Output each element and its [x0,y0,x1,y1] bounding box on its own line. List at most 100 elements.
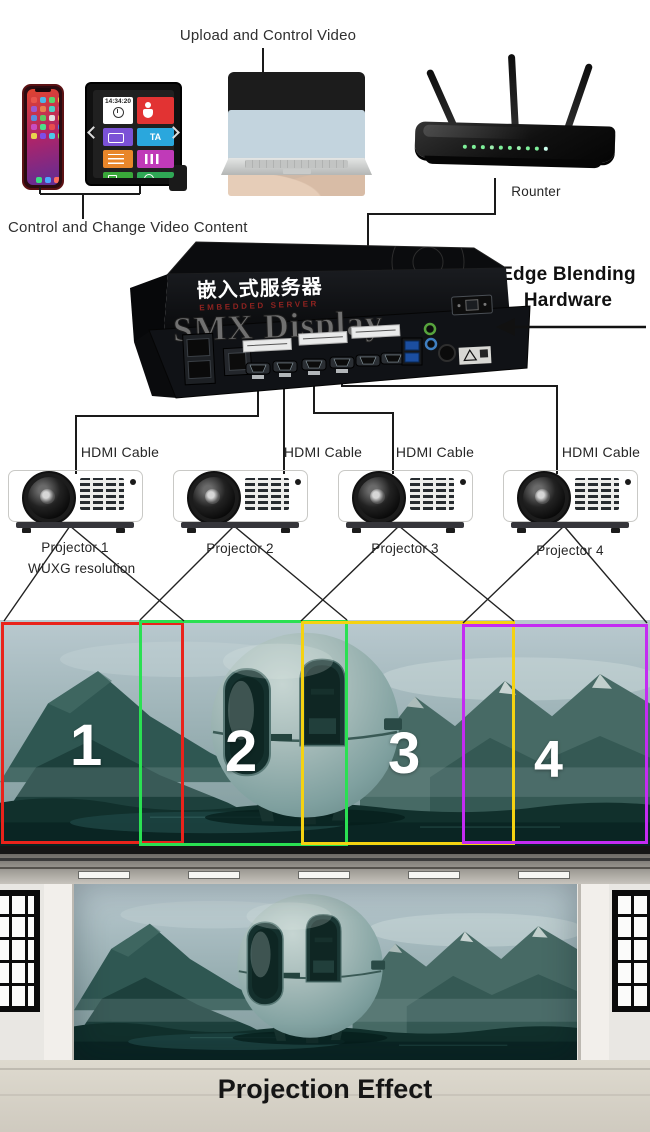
indicator-dot [130,479,136,485]
zone-3-number: 3 [388,721,421,786]
projector-lens-icon [352,471,406,525]
audio-out-jack [423,322,437,336]
arrow-left-icon [496,318,646,336]
projector-base [346,522,464,528]
projector-3-label: Projector 3 [371,541,439,556]
projector-base [181,522,299,528]
wall-pilaster [578,884,609,1060]
rj45-dual-port [182,332,216,386]
laptop-wallpaper [228,110,365,196]
hdmi-ports [245,352,406,379]
smartphone [22,84,64,190]
image-vignette [74,884,577,1060]
disc-pattern-icon [391,242,465,274]
projector-foot [116,528,125,533]
device-brand: SMX Display [172,303,384,349]
projector-1-label: Projector 1 [41,540,109,555]
control-change-label: Control and Change Video Content [8,219,248,236]
indicator-dot [295,479,301,485]
laptop-touchpad [283,169,311,174]
projector-foot [352,528,361,533]
room-floor [0,1060,650,1132]
zone-4-number: 4 [534,731,563,789]
signal-tile [137,150,174,168]
light-fixture [188,871,240,879]
floor-seam [0,1068,650,1070]
port-label-stickers [242,324,401,353]
edge-blending-callout: Edge Blending Hardware [488,262,648,314]
projector-vents [245,478,289,510]
projector-vents [80,478,124,510]
laptop [221,72,372,196]
device-texts: 嵌入式服务器 EMBEDDED SERVER SMX Display [172,274,385,350]
laptop-keyboard-deck [221,158,372,175]
power-switch [451,294,493,316]
circle-icon [144,174,154,178]
laptop-keyboard [245,160,348,168]
projector-base [511,522,629,528]
callout-line1: Edge Blending [500,264,636,285]
person-body-icon [143,109,153,118]
projector-3 [338,470,473,533]
edge-blending-device: 嵌入式服务器 EMBEDDED SERVER SMX Display [130,241,531,399]
zone-2-number: 2 [225,719,258,784]
route-icon [108,133,124,143]
room-ceiling [0,854,650,884]
rj45-port [222,346,253,377]
projection-effect-caption: Projection Effect [217,1074,433,1104]
projector-lens-icon [22,471,76,525]
person-icon [145,102,151,108]
sliders-icon [108,154,124,164]
projector-4-label: Projector 4 [536,543,604,558]
indicator-dot [460,479,466,485]
accessibility-tile [137,97,174,124]
projector-foot [517,528,526,533]
wall-pilaster [44,884,75,1060]
light-fixture [78,871,130,879]
hdmi-cable-label: HDMI Cable [80,444,160,460]
route-tile [103,128,133,146]
projector-lens-icon [187,471,241,525]
time-tile: 14:34:20 [103,97,133,124]
light-fixture [298,871,350,879]
ceiling-dark-band [0,846,650,854]
router-led-row [462,144,467,149]
clock-icon [112,107,124,118]
zone-4-outline [462,624,648,844]
hdmi-cable-label: HDMI Cable [283,444,363,460]
projector-2-label: Projector 2 [206,541,274,556]
device-name-cn: 嵌入式服务器 [196,274,323,302]
indicator-dot [625,479,631,485]
ceiling-track [0,858,650,861]
router-antenna [563,62,594,134]
ceiling-track [0,867,650,869]
app-grid-icon [31,97,37,103]
router-gloss [423,124,604,142]
usb-ports [401,337,423,366]
left-window [0,890,40,1012]
panel-time: 14:34:20 [104,98,132,105]
power-tile [137,172,174,178]
router-antenna [507,53,519,133]
square-icon [108,175,117,178]
projector-foot [22,528,31,533]
phone-notch [35,88,51,92]
light-fixture [518,871,570,879]
router-body [414,121,616,169]
projected-wall-image [74,884,577,1060]
right-window [612,890,650,1012]
projector-base [16,522,134,528]
phone-screen [27,89,59,185]
warning-sticker [458,346,492,365]
wuxg-note: WUXG resolution [28,561,136,576]
projector-lens-icon [517,471,571,525]
projector-1 [8,470,143,533]
projector-body [503,470,638,522]
hdmi-cable-label: HDMI Cable [561,444,641,460]
device-name-en: EMBEDDED SERVER [199,299,319,312]
router [414,52,616,182]
blended-image-zones: 1 2 3 4 [0,620,650,846]
hdmi-cable-label: HDMI Cable [395,444,475,460]
light-fixture [408,871,460,879]
projection-room: Projection Effect [0,846,650,1132]
